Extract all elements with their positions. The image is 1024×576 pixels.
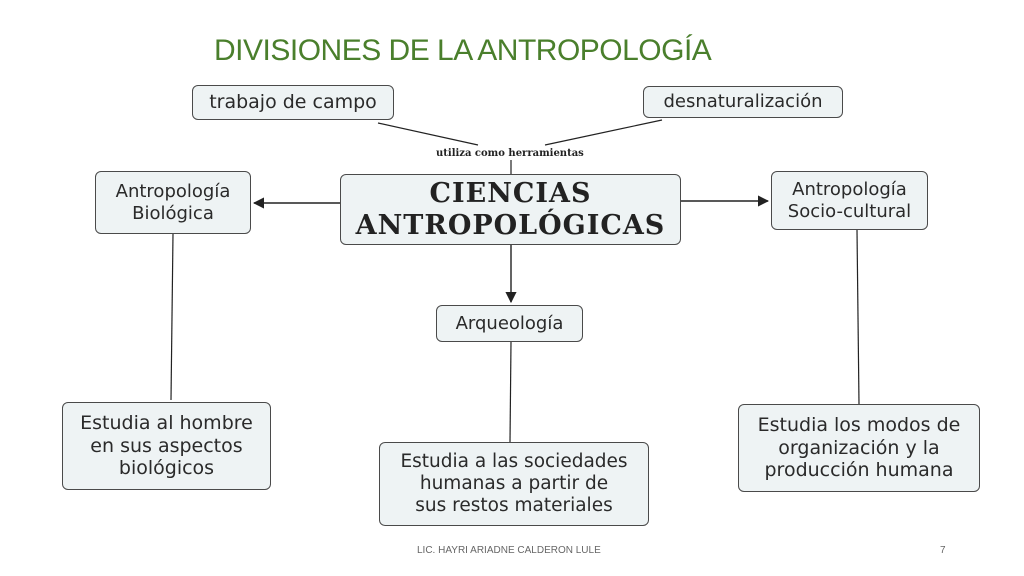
edge-label-herramientas: utiliza como herramientas xyxy=(436,148,584,159)
edge-sociocultural-to-desc xyxy=(856,229,860,405)
node-arqueologia-descripcion: Estudia a las sociedades humanas a parti… xyxy=(379,442,649,526)
edge-trabajo-to-label xyxy=(377,122,479,146)
node-antropologia-sociocultural: Antropología Socio-cultural xyxy=(771,171,928,230)
slide-footer: LIC. HAYRI ARIADNE CALDERON LULE xyxy=(417,545,601,556)
edge-arqueologia-to-desc xyxy=(509,341,512,443)
node-ciencias-antropologicas: CIENCIAS ANTROPOLÓGICAS xyxy=(340,174,681,245)
node-sociocultural-descripcion: Estudia los modos de organización y la p… xyxy=(738,404,980,492)
node-desnaturalizacion: desnaturalización xyxy=(643,86,843,118)
node-biologica-descripcion: Estudia al hombre en sus aspectos biológ… xyxy=(62,402,271,490)
node-arqueologia: Arqueología xyxy=(436,305,583,342)
page-number: 7 xyxy=(940,545,946,556)
edge-biologica-to-desc xyxy=(170,233,174,401)
node-trabajo-de-campo: trabajo de campo xyxy=(192,85,394,120)
edge-desnat-to-label xyxy=(544,119,663,146)
slide-title: DIVISIONES DE LA ANTROPOLOGÍA xyxy=(214,34,712,67)
node-antropologia-biologica: Antropología Biológica xyxy=(95,171,251,234)
